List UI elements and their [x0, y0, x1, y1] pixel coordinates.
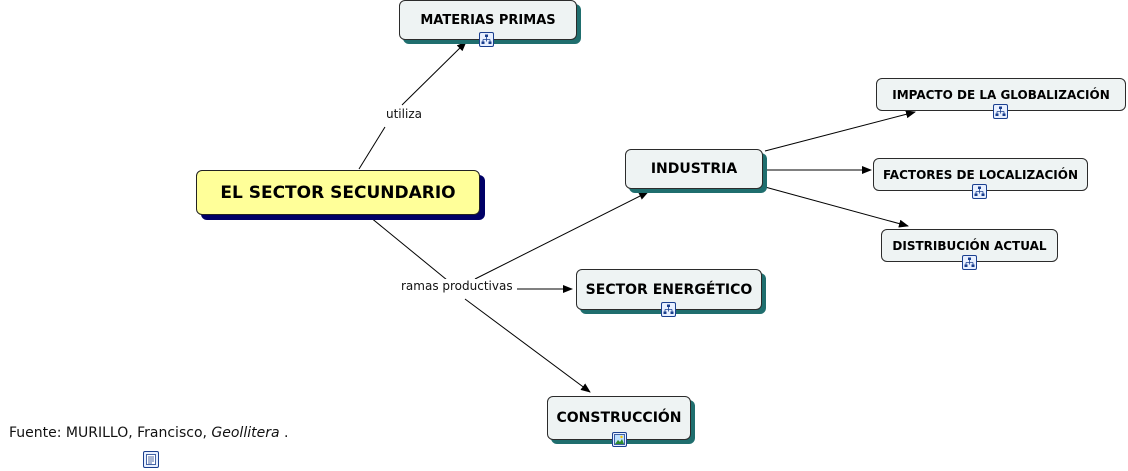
concept-map-icon[interactable]	[479, 32, 494, 47]
node-construccion-label: CONSTRUCCIÓN	[556, 410, 682, 426]
edge-utiliza-materias	[401, 41, 467, 106]
node-sector-secundario[interactable]: EL SECTOR SECUNDARIO	[196, 170, 480, 215]
concept-map-icon[interactable]	[972, 184, 987, 199]
node-sector-secundario-label: EL SECTOR SECUNDARIO	[220, 182, 456, 203]
edge-main-ramas	[369, 216, 448, 281]
image-icon[interactable]	[612, 432, 627, 447]
document-icon[interactable]	[143, 451, 159, 468]
concept-map-icon[interactable]	[661, 302, 676, 317]
edge-main-utiliza	[358, 126, 386, 170]
edge-industria-impacto	[764, 110, 916, 152]
link-label-utiliza: utiliza	[385, 107, 423, 121]
source-title: Geollitera	[211, 425, 280, 441]
edge-industria-distribucion	[764, 186, 909, 228]
edge-ramas-industria	[474, 191, 649, 280]
edge-ramas-construccion	[464, 298, 591, 393]
source-suffix: .	[279, 425, 289, 441]
node-industria-label: INDUSTRIA	[650, 161, 738, 177]
node-impacto-globalizacion-label: IMPACTO DE LA GLOBALIZACIÓN	[892, 87, 1110, 102]
concept-map-icon[interactable]	[962, 255, 977, 270]
node-materias-primas-label: MATERIAS PRIMAS	[420, 12, 556, 28]
node-sector-energetico-label: SECTOR ENERGÉTICO	[585, 281, 753, 298]
node-distribucion-actual-label: DISTRIBUCIÓN ACTUAL	[892, 238, 1047, 253]
node-factores-localizacion-label: FACTORES DE LOCALIZACIÓN	[882, 167, 1079, 182]
source-prefix: Fuente: MURILLO, Francisco,	[9, 425, 212, 441]
concept-map-icon[interactable]	[993, 104, 1008, 119]
source-citation: Fuente: MURILLO, Francisco, Geollitera .	[9, 425, 288, 441]
link-label-ramas-productivas: ramas productivas	[400, 279, 514, 293]
node-industria[interactable]: INDUSTRIA	[625, 149, 763, 189]
node-distribucion-actual[interactable]: DISTRIBUCIÓN ACTUAL	[881, 229, 1058, 262]
